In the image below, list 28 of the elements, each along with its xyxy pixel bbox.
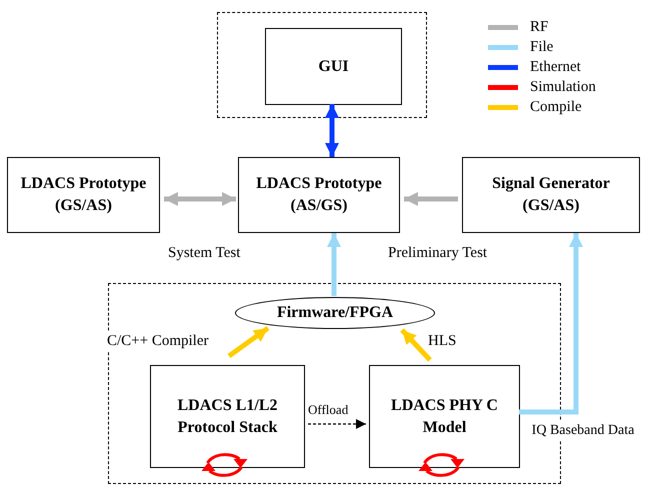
group-box xyxy=(217,12,427,118)
arrow xyxy=(327,233,341,296)
node-label: Signal Generator (GS/AS) xyxy=(491,174,611,216)
arrow xyxy=(400,328,432,362)
legend-label: Ethernet xyxy=(530,58,581,78)
process-box xyxy=(369,365,520,468)
node-label: LDACS PHY C Model xyxy=(390,396,499,438)
arrow xyxy=(308,419,366,429)
arrow xyxy=(325,104,339,157)
process-box xyxy=(7,157,160,233)
node-label: LDACS Prototype (AS/GS) xyxy=(255,174,383,216)
legend-label: Compile xyxy=(530,98,582,118)
node-label: GUI xyxy=(317,56,350,77)
legend-label: RF xyxy=(530,18,548,38)
node-label: Firmware/FPGA xyxy=(276,303,394,324)
process-box xyxy=(150,365,305,468)
arrow xyxy=(228,326,270,358)
edge-label: C/C++ Compiler xyxy=(107,331,209,352)
arrow xyxy=(519,233,583,414)
legend-label: Simulation xyxy=(530,78,596,98)
arrow xyxy=(404,192,458,206)
arrow xyxy=(164,192,236,206)
node-label: LDACS L1/L2 Protocol Stack xyxy=(176,396,279,438)
process-box xyxy=(265,28,402,105)
process-box xyxy=(462,157,640,233)
node-label: LDACS Prototype (GS/AS) xyxy=(20,174,148,216)
legend-label: File xyxy=(530,38,554,58)
process-box xyxy=(238,157,400,233)
